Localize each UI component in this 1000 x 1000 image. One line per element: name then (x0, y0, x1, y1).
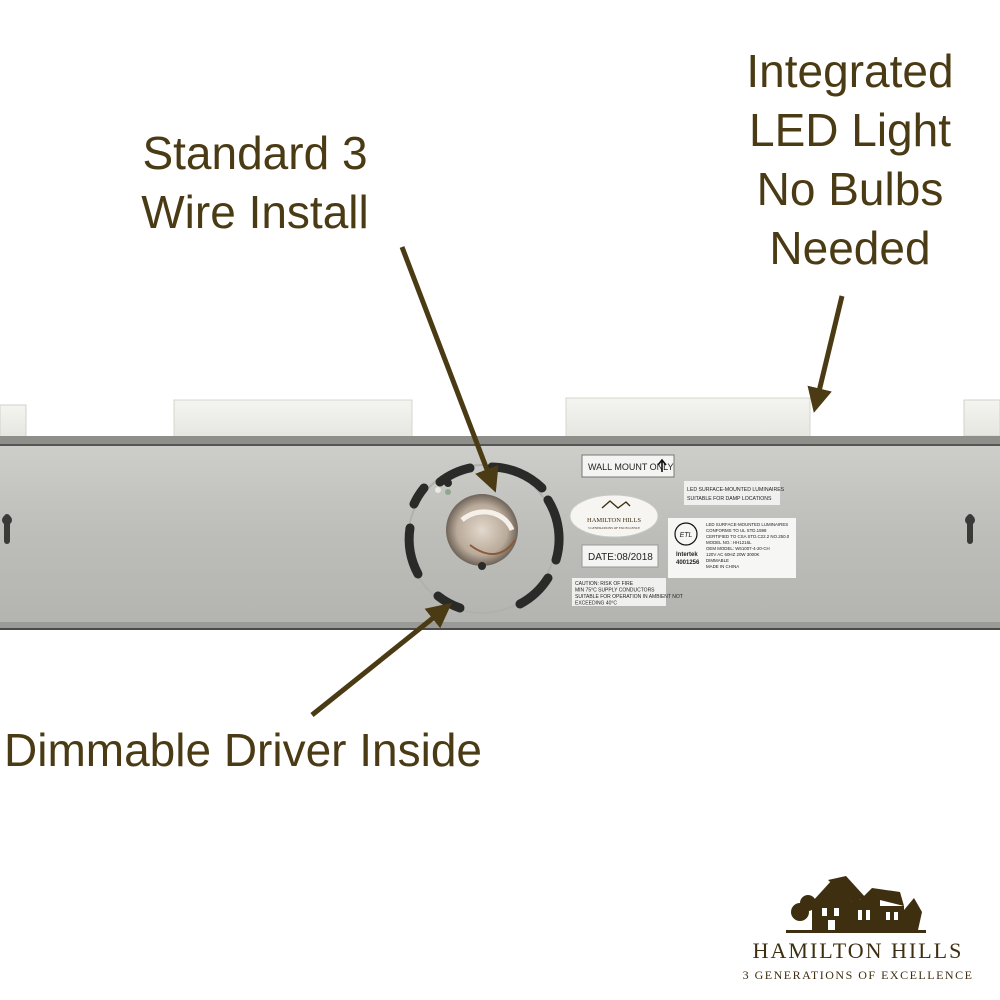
brand-logo-name: HAMILTON HILLS (752, 938, 964, 963)
dimmable-driver-callout: Dimmable Driver Inside (4, 724, 483, 776)
caution-line1: CAUTION: RISK OF FIRE (575, 581, 634, 587)
cert-line4: MODEL NO.: HH1216L (706, 540, 752, 545)
brand-sticker-name: HAMILTON HILLS (587, 517, 641, 524)
cert-line5: OEM MODEL: W61007-4-20-CH (706, 546, 770, 551)
cert-line8: MADE IN CHINA (706, 564, 739, 569)
certification-sticker: ETL Intertek 4001256 LED SURFACE-MOUNTED… (668, 518, 796, 578)
cert-line2: CONFORMS TO UL STD.1598 (706, 528, 767, 533)
wall-mount-sticker: WALL MOUNT ONLY (581, 454, 675, 478)
intertek-text: Intertek (676, 552, 698, 558)
brand-sticker-tagline: 3 GENERATIONS OF EXCELLENCE (588, 526, 640, 530)
intertek-number: 4001256 (676, 560, 700, 566)
integrated-led-callout: Integrated LED Light No Bulbs Needed (700, 42, 1000, 278)
wire-install-arrow (399, 246, 499, 493)
damp-label-line1: LED SURFACE-MOUNTED LUMINAIRES (687, 487, 785, 493)
date-sticker: DATE:08/2018 (581, 544, 659, 568)
wire-install-line2: Wire Install (141, 186, 369, 238)
led-diffuser-tabs (0, 397, 1000, 439)
etl-mark-icon (674, 522, 698, 546)
cert-line1: LED SURFACE-MOUNTED LUMINAIRES (706, 522, 788, 527)
wire-install-line1: Standard 3 (142, 127, 368, 179)
wire-install-callout: Standard 3 Wire Install (110, 124, 400, 242)
integrated-led-line4: Needed (769, 222, 931, 274)
driver-opening (446, 494, 518, 566)
integrated-led-line2: LED Light (748, 104, 951, 156)
driver-arrow (310, 602, 452, 717)
date-text: DATE:08/2018 (588, 552, 653, 563)
brand-logo-tagline: 3 GENERATIONS OF EXCELLENCE (742, 968, 974, 982)
caution-sticker: CAUTION: RISK OF FIRE MIN 75°C SUPPLY CO… (572, 578, 683, 607)
caution-line2: MIN 75°C SUPPLY CONDUCTORS (575, 588, 655, 594)
etl-mark-text: ETL (680, 532, 693, 539)
caution-line3: SUITABLE FOR OPERATION IN AMBIENT NOT (575, 594, 683, 600)
integrated-led-line1: Integrated (746, 45, 954, 97)
cert-line7: DIMMABLE (706, 558, 729, 563)
wall-mount-text: WALL MOUNT ONLY (588, 462, 674, 472)
caution-line4: EXCEEDING 40°C (575, 601, 617, 607)
brand-oval-sticker: HAMILTON HILLS 3 GENERATIONS OF EXCELLEN… (569, 494, 659, 538)
led-light-arrow (807, 295, 845, 413)
damp-location-sticker: LED SURFACE-MOUNTED LUMINAIRES SUITABLE … (684, 481, 785, 505)
hamilton-hills-logo-icon (786, 876, 926, 933)
integrated-led-line3: No Bulbs (756, 163, 944, 215)
cert-line6: 120V AC 60HZ 20W 3000K (706, 552, 760, 557)
cert-line3: CERTIFIED TO CSA STD.C22.2 NO.250.0 (706, 534, 790, 539)
damp-label-line2: SUITABLE FOR DAMP LOCATIONS (687, 496, 772, 502)
